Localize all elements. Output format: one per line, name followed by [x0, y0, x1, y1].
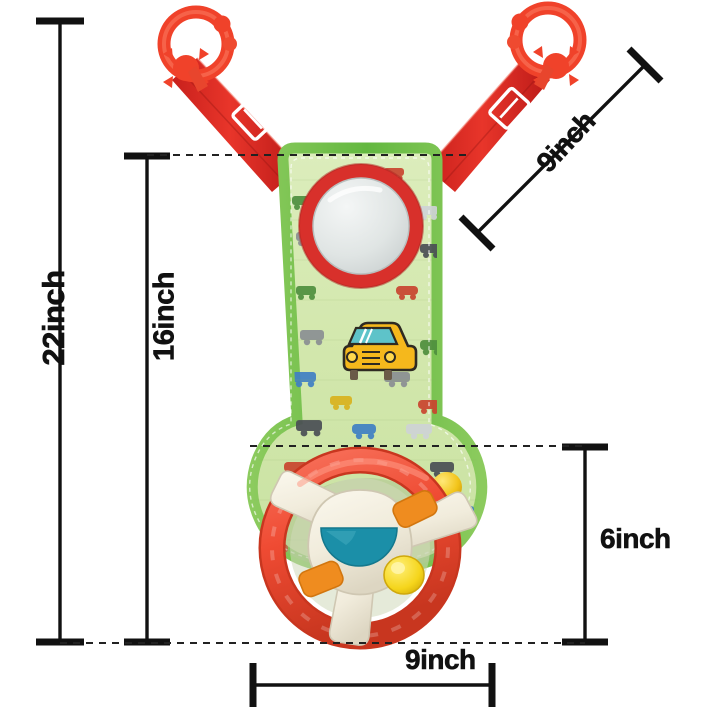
button-orange-lower: [298, 560, 344, 598]
buckle-left: [231, 97, 274, 141]
dimension-line-body-height: [124, 152, 170, 646]
dimension-label-body-width: 9inch: [405, 644, 477, 676]
dimension-line-strap-length: [458, 46, 664, 252]
mirror: [298, 163, 424, 289]
clip-ring-left: [157, 5, 237, 92]
button-orange-upper: [392, 490, 438, 528]
dimension-label-wheel-section: 6inch: [600, 523, 672, 555]
car-applique: [342, 321, 418, 380]
dimension-label-body-height: 16inch: [148, 272, 181, 361]
buckle-right: [488, 86, 531, 130]
strap-right: [426, 57, 550, 192]
guide-lines: [60, 154, 585, 644]
steering-wheel-hub: [269, 470, 478, 646]
dimension-label-overall-height: 22inch: [36, 270, 72, 366]
steering-wheel: [258, 446, 478, 650]
clip-ring-right: [507, 1, 587, 90]
dimension-line-body-width: [249, 663, 496, 707]
